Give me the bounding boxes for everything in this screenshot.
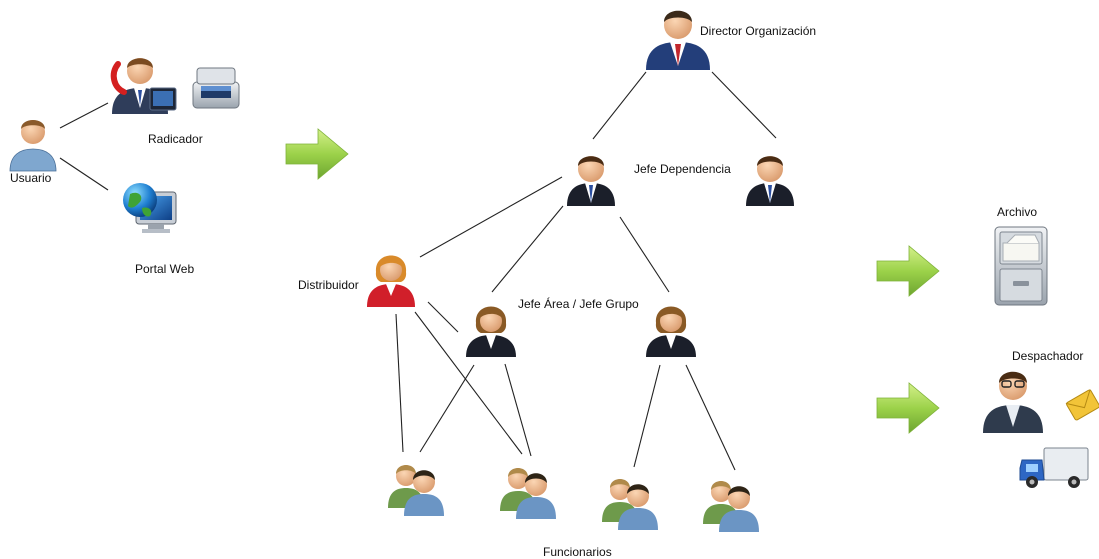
radicador-label: Radicador: [148, 132, 203, 146]
dispatcher-icon: [983, 371, 1043, 433]
businesswoman-icon: [646, 306, 696, 357]
despachador-label: Despachador: [1012, 349, 1084, 363]
businessman-icon: [746, 156, 794, 206]
line-jefe-jefearea2: [619, 216, 670, 293]
line-jefearea1-func2: [504, 363, 532, 457]
user-icon: [9, 120, 57, 172]
web-portal-icon: [123, 183, 177, 233]
green-arrow-icon: [876, 245, 940, 297]
line-distribuidor-func2: [414, 311, 523, 455]
line-usuario-portal: [59, 157, 109, 191]
funcionarios-label: Funcionarios: [543, 545, 612, 559]
line-director-jefe2: [711, 71, 777, 139]
line-jefearea2-func4: [685, 364, 736, 471]
envelope-icon: [1065, 389, 1099, 421]
businesswoman-icon: [466, 306, 516, 357]
line-jefearea2-func3: [633, 364, 661, 468]
line-director-jefe1: [592, 71, 647, 140]
line-jefe-jefearea1: [491, 205, 564, 293]
distribuidor-label: Distribuidor: [298, 278, 359, 292]
distributor-woman-icon: [367, 255, 415, 307]
delivery-truck-icon: [1019, 447, 1089, 488]
green-arrow-icon: [876, 382, 940, 434]
line-distribuidor-jefearea1: [427, 301, 459, 333]
phone-operator-icon: [110, 58, 177, 114]
scanner-icon: [192, 67, 240, 109]
line-usuario-radicador: [59, 102, 109, 129]
users-group-icon: [602, 479, 658, 530]
users-group-icon: [703, 481, 759, 532]
users-group-icon: [388, 465, 444, 516]
jefe-dependencia-label: Jefe Dependencia: [634, 162, 731, 176]
businessman-icon: [567, 156, 615, 206]
users-group-icon: [500, 468, 556, 519]
jefe-area-label: Jefe Área / Jefe Grupo: [518, 297, 639, 311]
green-arrow-icon: [285, 128, 349, 180]
director-icon: [646, 10, 710, 70]
archivo-label: Archivo: [997, 205, 1038, 219]
filing-cabinet-icon: [994, 226, 1048, 306]
line-jefearea1-func1: [419, 364, 475, 453]
line-distribuidor-func1: [395, 313, 404, 453]
portal-web-label: Portal Web: [135, 262, 195, 276]
usuario-label: Usuario: [10, 171, 52, 185]
line-jefe-distribuidor: [419, 176, 563, 258]
director-label: Director Organización: [700, 24, 817, 38]
connector-lines: [59, 71, 777, 471]
